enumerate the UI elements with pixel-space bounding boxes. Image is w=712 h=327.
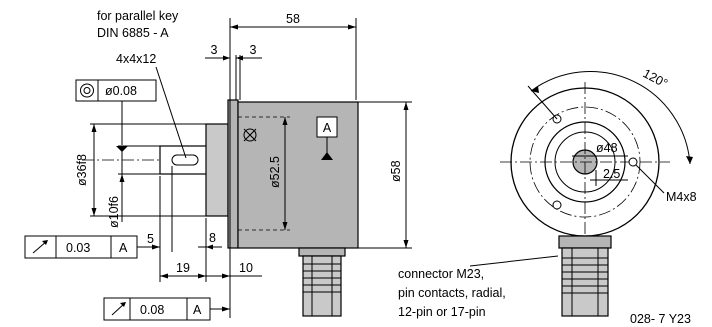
connector-line1: connector M23,: [398, 267, 484, 281]
dia-48: ø48: [596, 141, 618, 155]
parallel-key-line2: DIN 6885 - A: [97, 26, 169, 40]
runout-003-frame: 0.03 A: [24, 235, 160, 259]
leader-connector: [469, 255, 559, 267]
runout-008-value: 0.08: [140, 303, 164, 317]
dia-10f6: ø10f6: [107, 196, 121, 228]
parallel-key-line1: for parallel key: [97, 9, 179, 23]
connector-line3: 12-pin or 17-pin: [398, 305, 486, 319]
angle-ext-line: [527, 85, 558, 120]
flange: [205, 123, 229, 217]
runout-003-value: 0.03: [66, 241, 90, 255]
angle-120: 120°: [641, 66, 670, 91]
dim-2-5: 2.5: [603, 167, 620, 181]
runout-icon: [32, 240, 48, 254]
connector-side: [298, 247, 346, 317]
concentricity-frame: ø0.08: [75, 79, 157, 152]
m4x8: M4x8: [666, 190, 697, 204]
leader-m4x8: [635, 164, 665, 194]
runout-008-datum: A: [193, 303, 202, 317]
front-view: 120° ø48 2.5 M4x8 connector M23, pin con…: [398, 66, 697, 326]
connector-front: [558, 235, 612, 317]
parallel-key-line3: 4x4x12: [116, 52, 156, 66]
dim-8: 8: [209, 231, 216, 245]
housing: [237, 101, 359, 249]
datum-a-marker: A: [316, 116, 338, 160]
concentricity-value: ø0.08: [105, 84, 137, 98]
drawing-number: 028- 7 Y23: [630, 312, 691, 326]
dia-52-5: ø52.5: [268, 156, 282, 188]
connector-line2: pin contacts, radial,: [398, 286, 506, 300]
side-view: 58 3 3 for parallel key DIN 6885 - A 4x4…: [24, 9, 412, 321]
runout-008-frame: 0.08 A: [103, 297, 230, 321]
dim-3-right: 3: [250, 43, 257, 57]
dim-19: 19: [176, 261, 190, 275]
concentricity-icon: [80, 83, 94, 98]
runout-icon-2: [111, 302, 126, 316]
dim-3-left: 3: [211, 43, 218, 57]
dim-10: 10: [239, 261, 253, 275]
angle-arc-120: [530, 71, 691, 165]
leader-parallel-key: [155, 66, 187, 159]
runout-003-datum: A: [119, 241, 128, 255]
dim-58-top: 58: [286, 12, 300, 26]
dim-5: 5: [147, 232, 154, 246]
screw-icon: [243, 128, 257, 142]
dia-36f8: ø36f8: [75, 154, 89, 186]
datum-a-label: A: [323, 121, 332, 135]
dia-58: ø58: [389, 160, 403, 182]
